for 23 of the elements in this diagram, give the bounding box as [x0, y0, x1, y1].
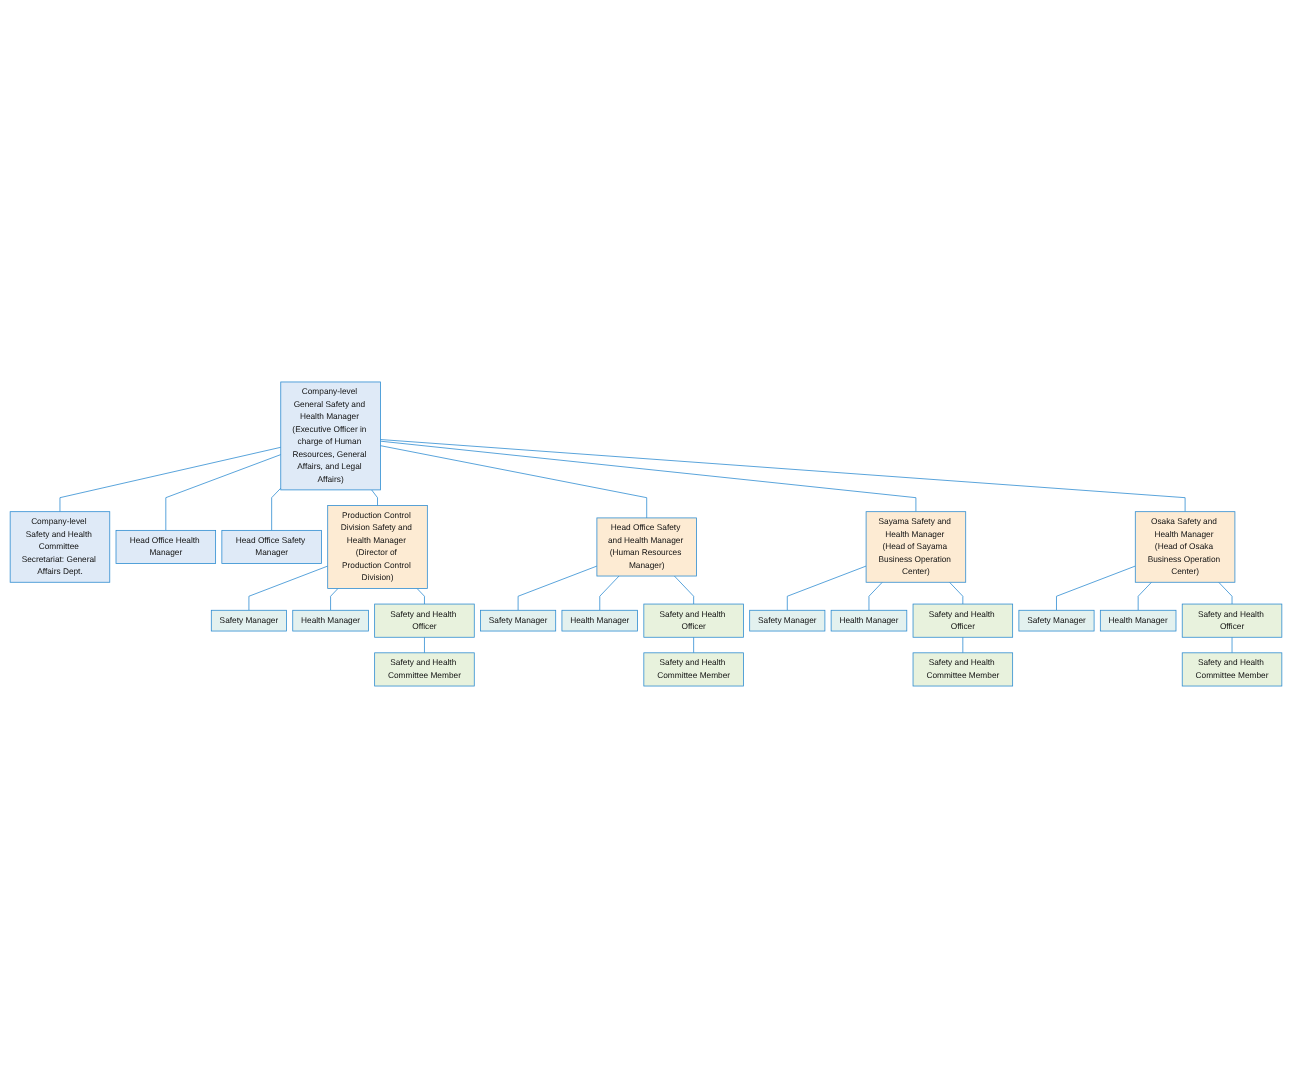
connector	[248, 565, 329, 611]
connector	[330, 588, 339, 611]
connector	[599, 575, 620, 611]
connector	[674, 575, 695, 605]
connector	[1137, 581, 1152, 611]
connector	[517, 565, 598, 611]
connector	[380, 440, 917, 513]
connector	[271, 487, 282, 531]
connector	[868, 581, 883, 611]
connector	[1231, 636, 1233, 654]
connector	[1218, 581, 1233, 605]
connector	[962, 636, 964, 654]
connector	[1056, 565, 1136, 611]
connector	[380, 445, 648, 519]
connector	[380, 439, 1186, 513]
connector	[59, 446, 282, 513]
connector	[786, 565, 867, 611]
connector	[416, 588, 425, 605]
connector	[949, 581, 964, 605]
connector	[424, 636, 425, 654]
connector	[693, 636, 695, 654]
connector	[371, 489, 378, 506]
connector	[165, 454, 282, 531]
